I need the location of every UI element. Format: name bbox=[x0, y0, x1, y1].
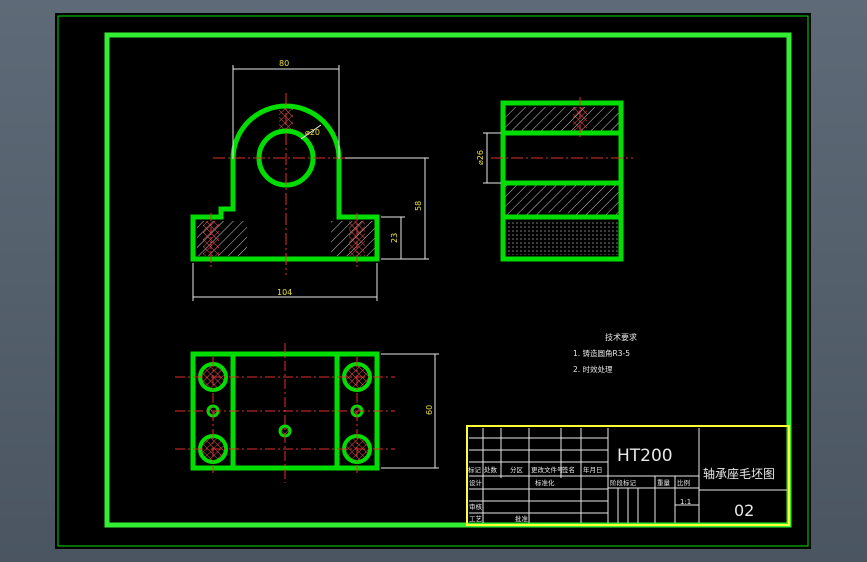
drawing-frame bbox=[104, 32, 792, 528]
tech-notes-item-2: 2. 时效处理 bbox=[573, 364, 613, 374]
tb-h-count: 处数 bbox=[484, 465, 498, 474]
tb-h-review: 审核 bbox=[469, 502, 483, 511]
cad-viewport[interactable]: 80 ⌀20 104 58 23 ⌀26 bbox=[55, 13, 811, 549]
dim-bore-diameter: ⌀26 bbox=[476, 150, 485, 165]
tb-h-stage: 阶段标记 bbox=[610, 478, 637, 487]
side-view: ⌀26 bbox=[476, 97, 633, 262]
side-hatch-mid bbox=[505, 185, 619, 218]
tb-drawing-no: 02 bbox=[734, 501, 754, 520]
front-view: 80 ⌀20 104 58 23 bbox=[190, 59, 429, 301]
tb-material: HT200 bbox=[617, 446, 673, 466]
tech-notes: 技术要求 1. 铸造圆角R3-5 2. 时效处理 bbox=[573, 332, 637, 374]
tb-h-signature: 签名 bbox=[562, 465, 575, 474]
title-block-frame bbox=[466, 425, 790, 526]
title-block: HT200 轴承座毛坯图 02 1:1 标记 处数 分区 更改文件号 签名 年月… bbox=[466, 425, 790, 526]
tb-h-ratio: 比例 bbox=[677, 478, 690, 487]
tb-h-change: 更改文件号 bbox=[531, 465, 564, 474]
technical-drawing: 80 ⌀20 104 58 23 ⌀26 bbox=[57, 15, 809, 547]
tb-scale: 1:1 bbox=[680, 498, 691, 506]
tb-h-approve: 批准 bbox=[515, 514, 529, 523]
dim-width-top: 80 bbox=[279, 59, 289, 68]
side-hatch-top bbox=[505, 107, 619, 131]
tb-h-zone: 分区 bbox=[510, 465, 524, 474]
tech-notes-item-1: 1. 铸造圆角R3-5 bbox=[573, 348, 630, 358]
tb-h-weight: 重量 bbox=[657, 479, 671, 487]
tb-h-standard: 标准化 bbox=[535, 478, 555, 487]
dim-width-base: 104 bbox=[277, 288, 292, 297]
dim-depth: 60 bbox=[425, 405, 434, 415]
tb-h-mark: 标记 bbox=[468, 465, 482, 474]
tb-part-name: 轴承座毛坯图 bbox=[703, 466, 775, 481]
top-view: 60 bbox=[175, 343, 439, 483]
dim-height-base: 23 bbox=[390, 233, 399, 243]
tb-h-date: 年月日 bbox=[583, 465, 603, 474]
dim-hole-diameter: ⌀20 bbox=[305, 128, 320, 137]
tb-h-design: 设计 bbox=[469, 478, 483, 487]
tech-notes-title: 技术要求 bbox=[605, 332, 637, 342]
sheet-border bbox=[57, 15, 809, 547]
side-base-fill bbox=[505, 221, 619, 255]
tb-h-process: 工艺 bbox=[469, 515, 483, 523]
dim-height-total: 58 bbox=[414, 201, 423, 211]
